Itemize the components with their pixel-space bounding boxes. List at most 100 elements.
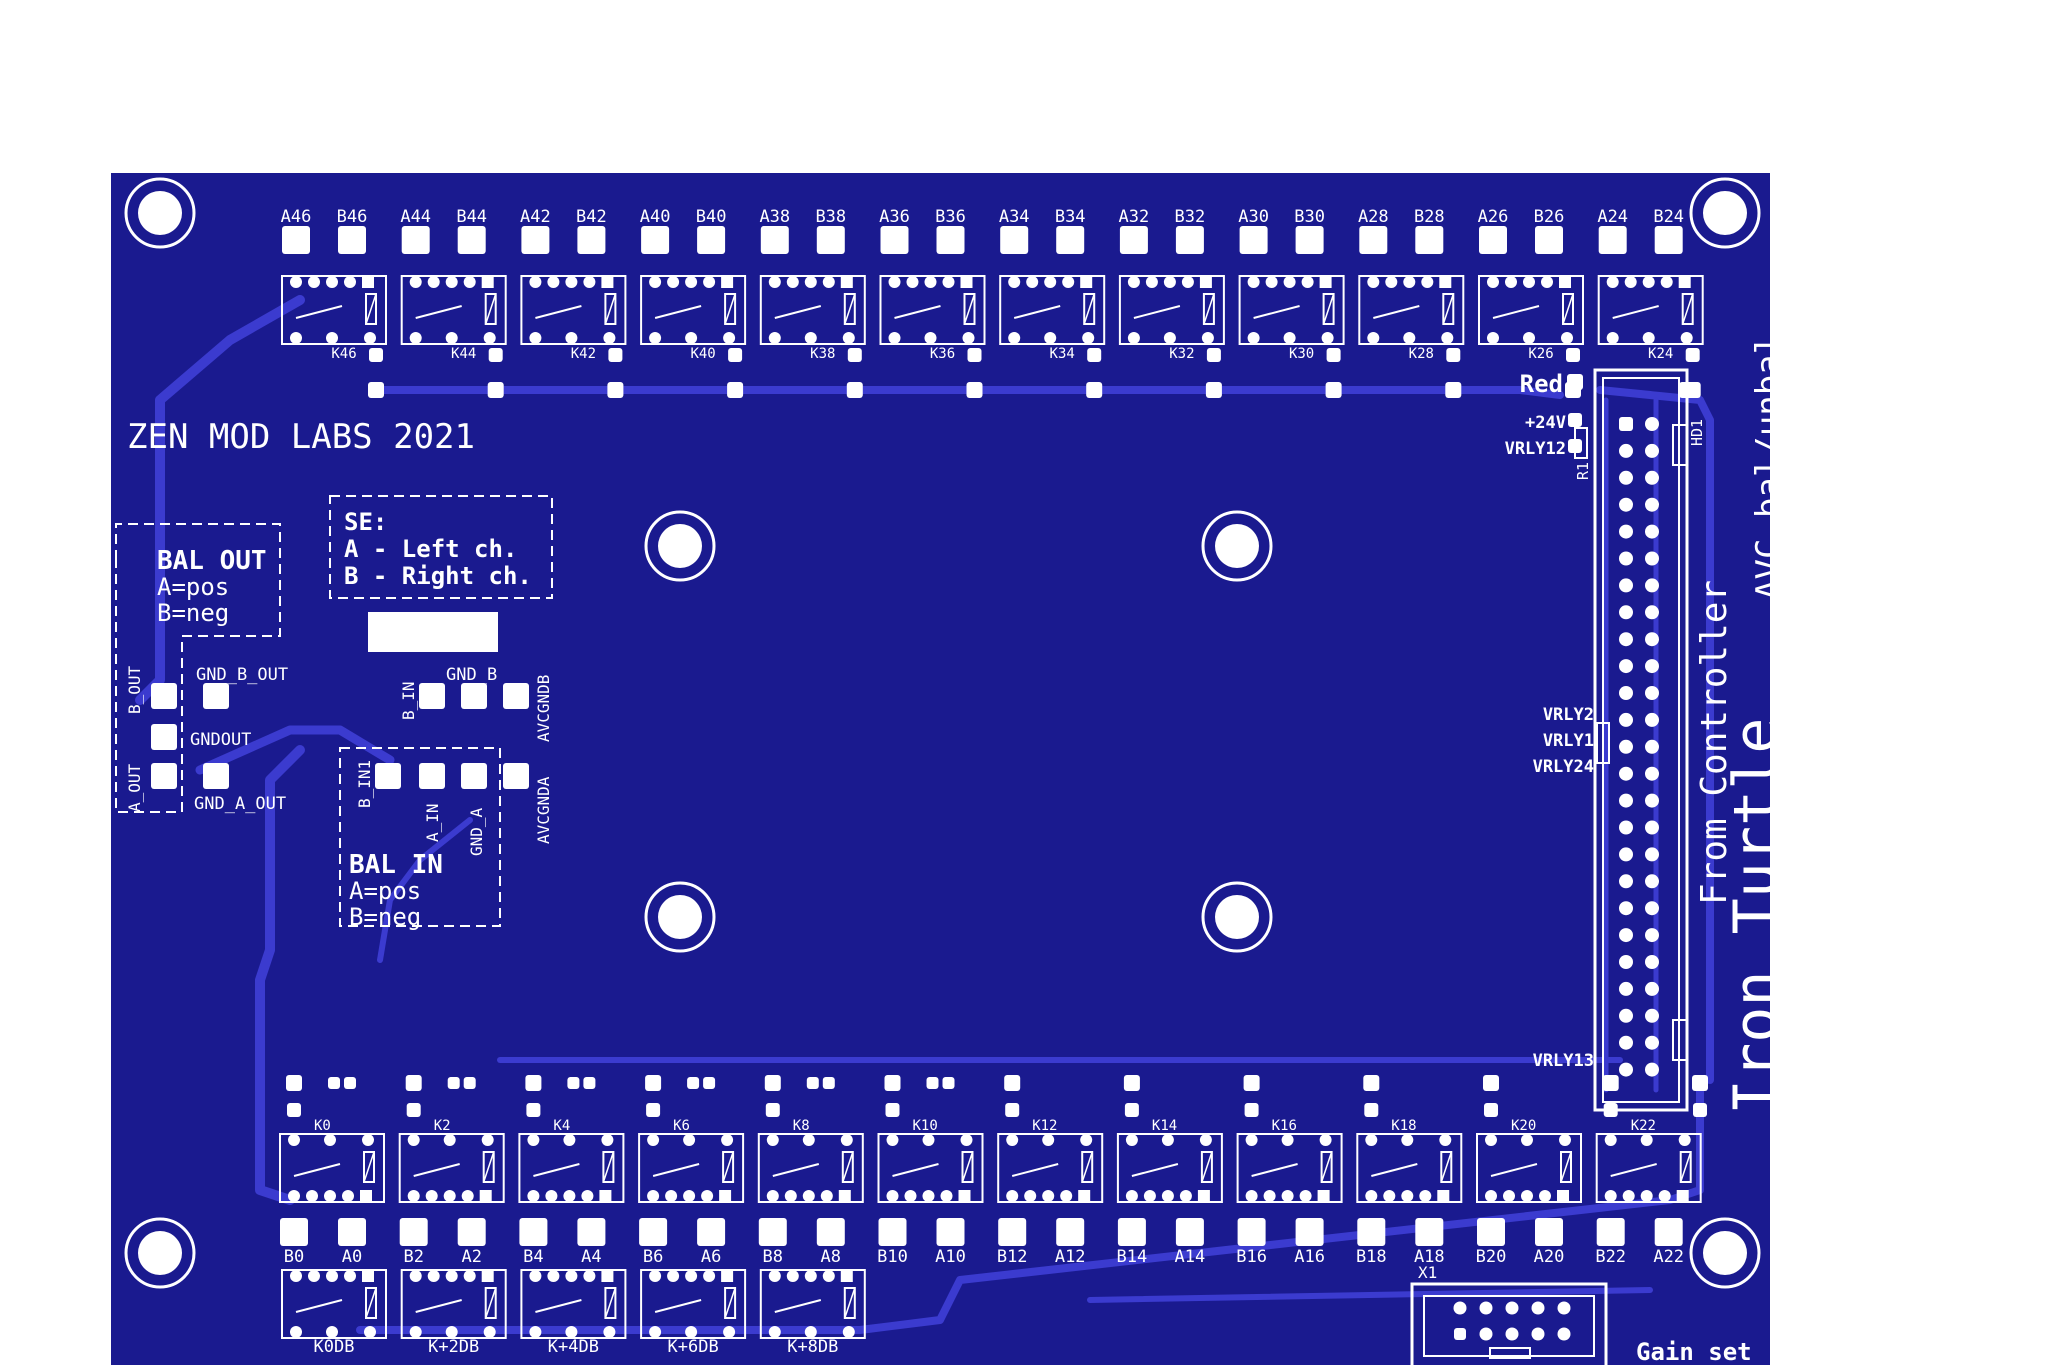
mounting-hole	[1215, 524, 1259, 568]
pad	[966, 382, 983, 398]
relay-ref-k32: K32	[1169, 346, 1194, 362]
relay-coil	[1081, 1151, 1093, 1183]
relay-ref-k10: K10	[913, 1118, 938, 1134]
relay-pin	[1367, 276, 1380, 288]
relay	[999, 275, 1106, 345]
relay-pin	[667, 276, 680, 288]
relay-contact	[894, 305, 941, 319]
pad-a0	[338, 1218, 366, 1246]
relay-coil	[1322, 293, 1335, 325]
trace	[377, 817, 473, 963]
relay-pin	[685, 332, 698, 344]
pad-b12	[998, 1218, 1027, 1246]
pad-b32	[1175, 226, 1204, 254]
relay-coil	[484, 1287, 497, 1319]
pad-b14	[1117, 1218, 1146, 1246]
relay-pin	[1604, 1190, 1617, 1202]
relay-pin	[360, 1190, 372, 1202]
header-pin	[1619, 686, 1633, 700]
pad	[1602, 1075, 1619, 1091]
relay-pin	[1642, 276, 1655, 288]
relay-pin	[409, 276, 422, 288]
relay-pin	[1161, 1134, 1174, 1146]
pad	[1086, 382, 1103, 398]
relay-pin	[409, 1326, 422, 1338]
relay-pin	[601, 1270, 614, 1282]
gain-pin	[1557, 1301, 1571, 1315]
relay-pin	[1561, 332, 1573, 344]
relay-pin	[842, 1326, 855, 1338]
relay-coil	[961, 1151, 974, 1183]
relay-outline	[999, 275, 1106, 345]
relay-pin	[1383, 1190, 1396, 1202]
relay-contact	[295, 305, 343, 319]
relay-pin	[1080, 276, 1093, 288]
relay	[1356, 1133, 1463, 1203]
relay-coil	[363, 1151, 375, 1183]
relay-outline	[1116, 1133, 1223, 1203]
relay-coil	[843, 293, 856, 325]
relay-pin	[445, 276, 458, 288]
pad	[1484, 1103, 1498, 1117]
header-pin	[1645, 686, 1659, 700]
relay	[279, 1133, 385, 1203]
pad	[1692, 1075, 1708, 1091]
pad	[1363, 1075, 1380, 1091]
pad-label-a2: A2	[461, 1247, 481, 1267]
relay	[520, 275, 627, 345]
pad-a32	[1119, 226, 1148, 254]
pad	[1205, 382, 1222, 398]
relay-pin	[804, 276, 817, 288]
relay-pin	[565, 332, 578, 344]
relay-coil	[963, 293, 976, 325]
relay-coil	[1442, 293, 1455, 325]
gain-pin	[1454, 1328, 1466, 1340]
relay-pin	[886, 1134, 899, 1146]
pad-a46	[282, 226, 310, 254]
pad-b26	[1535, 226, 1563, 254]
pad-b30	[1295, 226, 1324, 254]
relay-pin	[362, 1134, 374, 1146]
relay-pin	[308, 1270, 320, 1282]
pad-a44	[401, 226, 430, 254]
relay-pin	[1606, 332, 1619, 344]
relay-ref-k12: K12	[1032, 1118, 1057, 1134]
relay-ref-k42: K42	[571, 346, 596, 362]
relay-outline	[879, 275, 986, 345]
relay-coil	[724, 293, 736, 325]
relay-pin	[529, 332, 542, 344]
pad	[703, 1077, 716, 1089]
relay-pin	[527, 1134, 540, 1146]
mounting-hole-ring	[124, 177, 196, 249]
pad	[1124, 1103, 1139, 1117]
io-label-gnd-a: GND_A	[467, 807, 486, 856]
pad-b44	[457, 226, 486, 254]
pad-b22	[1596, 1218, 1625, 1246]
relay-pin	[1559, 1134, 1571, 1146]
relay-ref-k24: K24	[1648, 346, 1673, 362]
bal-out-line: B=neg	[157, 599, 229, 627]
relay-outline	[398, 1133, 505, 1203]
relay-pin	[649, 1270, 662, 1282]
relay-pin	[1283, 332, 1296, 344]
pad	[1693, 1103, 1707, 1117]
io-pad	[151, 683, 177, 709]
relay-pin	[362, 1270, 374, 1282]
pad	[1123, 1075, 1140, 1091]
relay-pin	[802, 1190, 815, 1202]
relay-outline	[400, 1269, 507, 1339]
pad	[525, 1075, 542, 1091]
db-relay-ref: K+8DB	[787, 1337, 838, 1357]
relay-pin	[1678, 1134, 1691, 1146]
relay-pin	[888, 332, 901, 344]
mounting-hole	[1703, 191, 1747, 235]
relay-coil	[724, 1287, 736, 1319]
relay-pin	[445, 332, 458, 344]
relay-pin	[1365, 1134, 1378, 1146]
relay-pin	[1640, 1190, 1653, 1202]
relay-pin	[647, 1190, 660, 1202]
relay-pin	[581, 1190, 594, 1202]
io-pad	[151, 724, 177, 750]
header-pin	[1619, 766, 1633, 781]
relay-pin	[647, 1134, 660, 1146]
